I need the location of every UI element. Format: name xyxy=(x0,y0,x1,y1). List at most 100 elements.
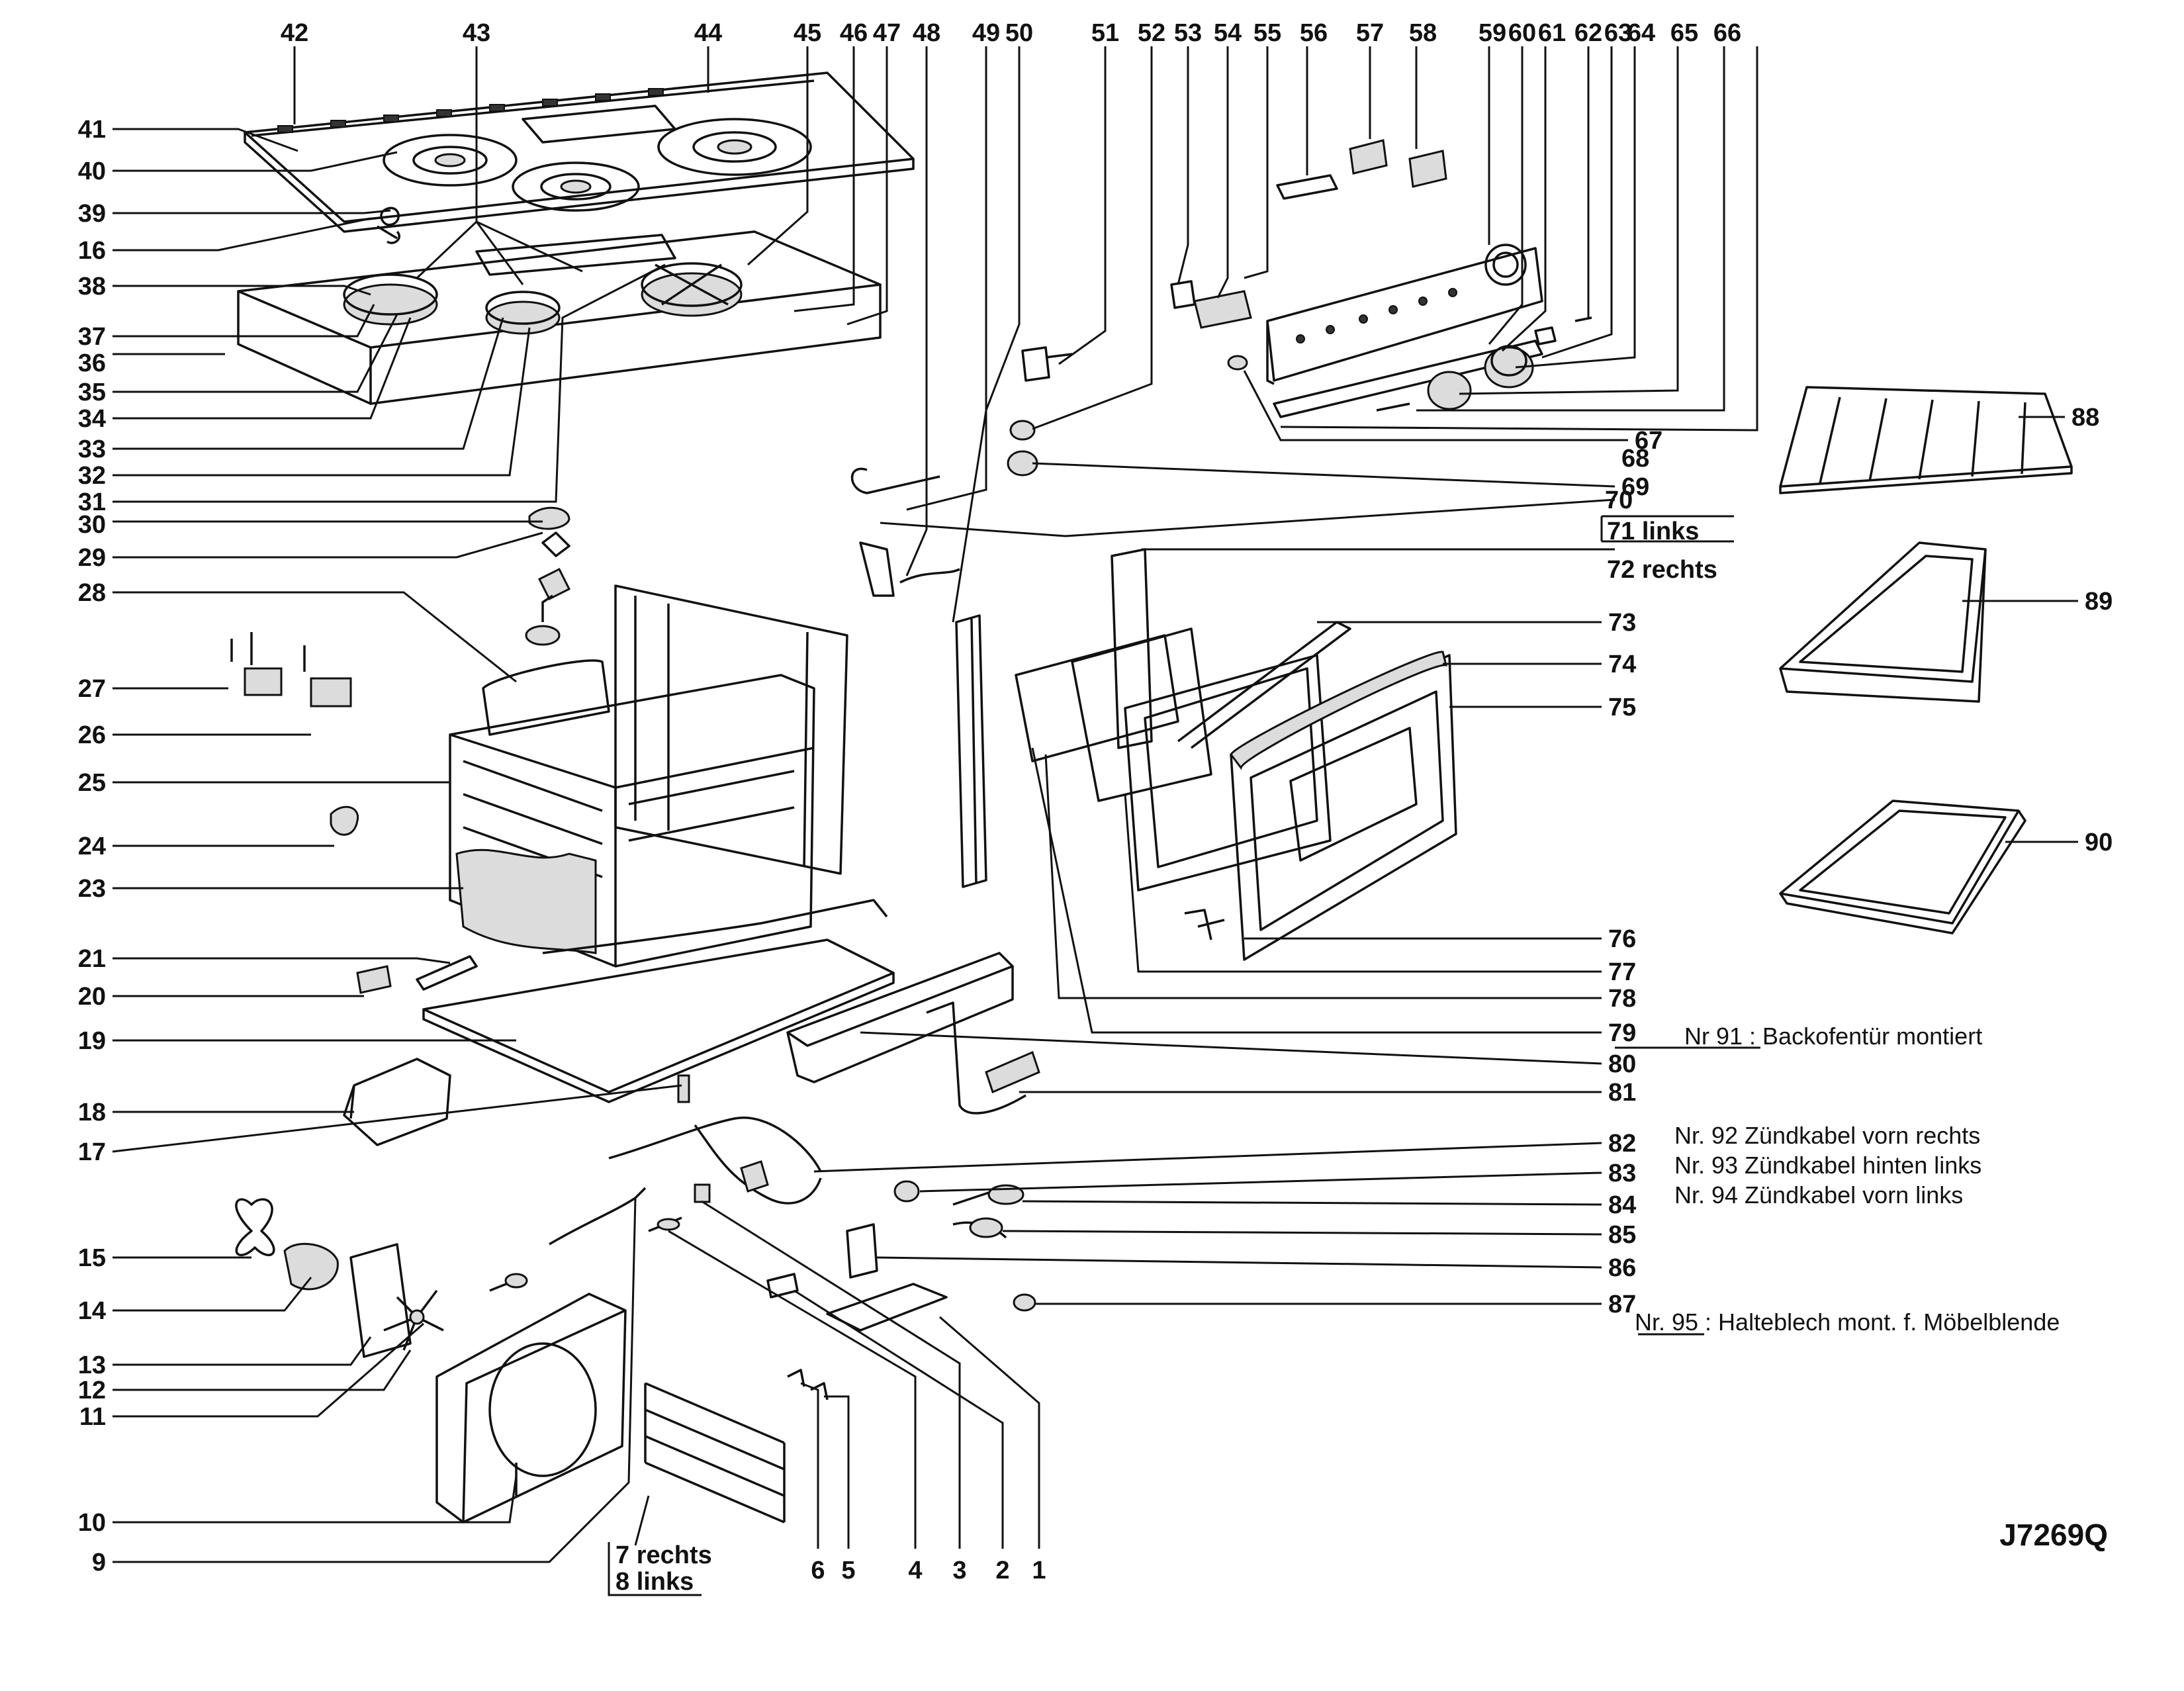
oven-side-rails xyxy=(955,548,1153,888)
label-78: 78 xyxy=(1608,985,1636,1013)
label-30: 30 xyxy=(78,511,106,539)
label-80: 80 xyxy=(1608,1050,1636,1078)
label-25: 25 xyxy=(78,769,106,797)
label-73: 73 xyxy=(1608,609,1636,637)
label-86: 86 xyxy=(1608,1254,1636,1282)
label-58: 58 xyxy=(1409,19,1437,47)
label-2: 2 xyxy=(995,1557,1009,1584)
label-31: 31 xyxy=(78,488,106,516)
label-65: 65 xyxy=(1670,19,1698,47)
label-37: 37 xyxy=(78,323,106,351)
label-56: 56 xyxy=(1300,19,1328,47)
label-74: 74 xyxy=(1608,651,1636,678)
label-67: 67 xyxy=(1635,427,1662,455)
label-8: 8 links xyxy=(615,1568,694,1596)
leader-lines xyxy=(112,46,2078,1596)
note-94: Nr. 94 Zündkabel vorn links xyxy=(1674,1181,1963,1209)
label-72: 72 rechts xyxy=(1607,556,1717,584)
label-69: 69 xyxy=(1621,473,1649,501)
label-85: 85 xyxy=(1608,1221,1636,1249)
cooktop-group xyxy=(237,71,915,405)
label-57: 57 xyxy=(1356,19,1384,47)
oven-cavity xyxy=(422,467,960,1103)
label-89: 89 xyxy=(2085,588,2113,616)
label-20: 20 xyxy=(78,983,106,1011)
label-84: 84 xyxy=(1608,1191,1636,1219)
label-19: 19 xyxy=(78,1027,106,1055)
label-18: 18 xyxy=(78,1099,106,1126)
label-10: 10 xyxy=(78,1509,106,1537)
label-87: 87 xyxy=(1608,1291,1636,1318)
label-6: 6 xyxy=(811,1557,825,1584)
label-62: 62 xyxy=(1574,19,1602,47)
label-11: 11 xyxy=(79,1403,106,1431)
label-23: 23 xyxy=(78,875,106,903)
notes: Nr 91 : Backofentür montiert Nr. 92 Zünd… xyxy=(1635,1023,2108,1552)
label-44: 44 xyxy=(694,19,722,47)
label-83: 83 xyxy=(1608,1160,1636,1187)
label-42: 42 xyxy=(281,19,308,47)
label-48: 48 xyxy=(913,19,940,47)
label-45: 45 xyxy=(794,19,821,47)
label-64: 64 xyxy=(1627,19,1655,47)
oven-door-parts xyxy=(1015,621,1457,961)
label-41: 41 xyxy=(78,116,106,144)
label-79: 79 xyxy=(1608,1019,1636,1047)
label-43: 43 xyxy=(463,19,490,47)
control-panel xyxy=(1007,139,1592,477)
label-17: 17 xyxy=(78,1138,106,1166)
label-35: 35 xyxy=(78,379,106,406)
label-15: 15 xyxy=(78,1244,106,1272)
label-1: 1 xyxy=(1032,1557,1046,1584)
label-66: 66 xyxy=(1713,19,1741,47)
label-50: 50 xyxy=(1005,19,1033,47)
label-46: 46 xyxy=(840,19,868,47)
label-34: 34 xyxy=(78,405,106,433)
valves-and-thermostat xyxy=(230,506,571,836)
label-54: 54 xyxy=(1214,19,1242,47)
label-38: 38 xyxy=(78,273,106,300)
lower-parts xyxy=(235,952,1040,1524)
label-33: 33 xyxy=(78,435,106,463)
label-14: 14 xyxy=(78,1297,106,1325)
label-60: 60 xyxy=(1508,19,1536,47)
label-13: 13 xyxy=(78,1351,106,1379)
label-24: 24 xyxy=(78,833,106,860)
label-12: 12 xyxy=(78,1377,106,1404)
label-81: 81 xyxy=(1608,1079,1636,1107)
note-95: Nr. 95 : Halteblech mont. f. Möbelblende xyxy=(1635,1308,2060,1336)
label-75: 75 xyxy=(1608,694,1636,721)
accessories xyxy=(1779,386,2073,935)
label-28: 28 xyxy=(78,579,106,607)
label-26: 26 xyxy=(78,721,106,749)
label-40: 40 xyxy=(78,158,106,185)
label-53: 53 xyxy=(1174,19,1202,47)
label-47: 47 xyxy=(873,19,901,47)
label-82: 82 xyxy=(1608,1130,1636,1158)
label-21: 21 xyxy=(78,945,106,973)
label-68: 68 xyxy=(1621,445,1649,473)
label-55: 55 xyxy=(1253,19,1281,47)
label-3: 3 xyxy=(952,1557,966,1584)
label-52: 52 xyxy=(1138,19,1165,47)
label-76: 76 xyxy=(1608,925,1636,953)
label-36: 36 xyxy=(78,349,106,377)
label-71: 71 links xyxy=(1607,518,1699,545)
drawing-code: J7269Q xyxy=(1999,1518,2108,1552)
label-7: 7 rechts xyxy=(615,1541,712,1569)
label-51: 51 xyxy=(1091,19,1119,47)
label-49: 49 xyxy=(972,19,1000,47)
label-77: 77 xyxy=(1608,958,1636,986)
label-5: 5 xyxy=(841,1557,855,1584)
label-61: 61 xyxy=(1538,19,1566,47)
label-9: 9 xyxy=(92,1549,106,1577)
label-16: 16 xyxy=(78,237,106,265)
label-63: 63 xyxy=(1604,19,1632,47)
label-88: 88 xyxy=(2071,404,2099,432)
note-91: Nr 91 : Backofentür montiert xyxy=(1684,1023,1982,1050)
label-59: 59 xyxy=(1479,19,1506,47)
label-4: 4 xyxy=(908,1557,922,1584)
label-29: 29 xyxy=(78,544,106,572)
label-90: 90 xyxy=(2085,829,2113,856)
